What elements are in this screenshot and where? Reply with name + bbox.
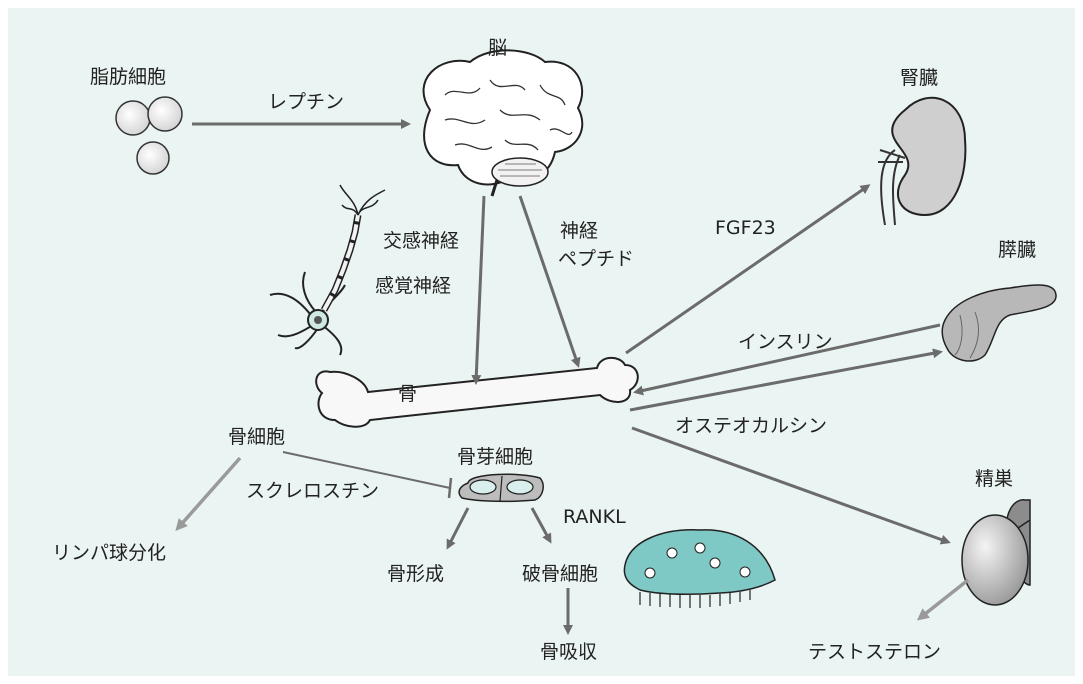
sympathetic-arrow — [471, 195, 486, 385]
sclerostin-inhibit-line — [282, 451, 451, 489]
lymph-label: リンパ球分化 — [52, 542, 166, 564]
testis-label: 精巣 — [975, 468, 1013, 490]
testis-icon — [961, 499, 1031, 606]
sclerostin-label: スクレロスチン — [246, 480, 379, 502]
brain-icon — [422, 49, 584, 197]
fgf23-label: FGF23 — [715, 217, 776, 239]
diagram-svg: 脂肪細胞 レプチン 脳 腎臓 交感神経 感覚神経 神経 ペプチド FGF23 膵… — [52, 37, 1057, 663]
sclerostin-inhibit-bar — [447, 477, 453, 499]
neuron-icon — [269, 184, 386, 356]
insulin-label: インスリン — [738, 331, 833, 353]
kidney-label: 腎臓 — [900, 67, 938, 89]
brain-label: 脳 — [488, 37, 507, 59]
neuropeptide-arrow — [518, 195, 581, 368]
leptin-label: レプチン — [268, 91, 344, 113]
osteocalcin-label: オステオカルシン — [675, 415, 827, 437]
rankl-label: RANKL — [563, 506, 626, 528]
osteoblast-label: 骨芽細胞 — [457, 446, 533, 468]
osteoblast-icon — [458, 473, 544, 503]
osteocyte-to-lymph-arrow — [175, 456, 242, 531]
testis-to-testosterone-arrow — [916, 578, 970, 621]
neuropeptide-label-line1: 神経 — [560, 220, 598, 242]
osteocyte-label: 骨細胞 — [228, 426, 285, 448]
osteoblast-to-osteoclast-arrow — [530, 507, 552, 544]
insulin-arrow — [633, 323, 941, 396]
osteocalcin-to-pancreas-arrow — [629, 348, 943, 412]
bone-label: 骨 — [398, 383, 417, 405]
pancreas-label: 膵臓 — [998, 239, 1036, 261]
fat-cells-icon — [115, 96, 183, 175]
osteoclast-label: 破骨細胞 — [522, 563, 598, 585]
neuropeptide-label-line2: ペプチド — [558, 248, 634, 270]
osteoclast-icon — [623, 529, 776, 608]
testosterone-label: テストステロン — [808, 641, 941, 663]
diagram-panel: 脂肪細胞 レプチン 脳 腎臓 交感神経 感覚神経 神経 ペプチド FGF23 膵… — [8, 8, 1075, 676]
osteoblast-to-formation-arrow — [446, 507, 470, 550]
fat-cell-label: 脂肪細胞 — [90, 66, 166, 88]
sympathetic-label: 交感神経 — [383, 230, 459, 252]
fgf23-arrow — [625, 184, 871, 355]
bone-formation-label: 骨形成 — [387, 563, 444, 585]
sensory-label: 感覚神経 — [375, 275, 451, 297]
osteocalcin-to-testis-arrow — [631, 426, 951, 545]
bone-icon — [315, 356, 639, 428]
bone-resorption-label: 骨吸収 — [540, 641, 597, 663]
pancreas-icon — [941, 284, 1057, 362]
kidney-icon — [878, 96, 967, 226]
